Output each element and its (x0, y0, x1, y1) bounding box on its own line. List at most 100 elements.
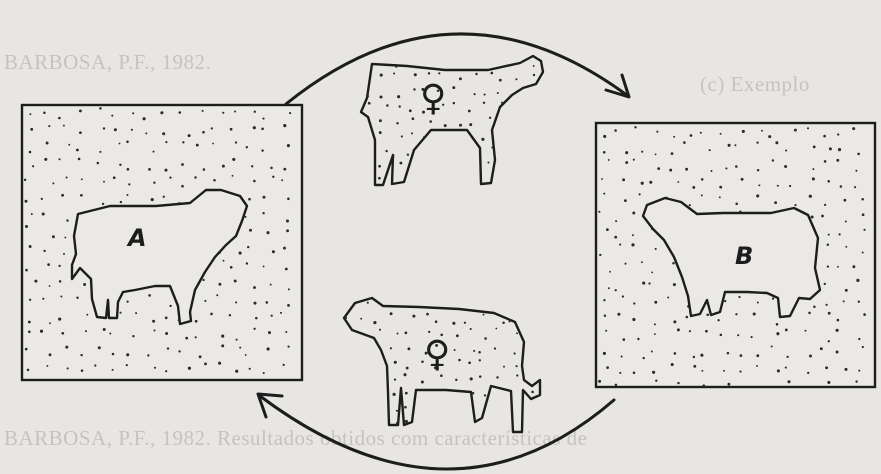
stipple-dot (148, 168, 151, 171)
stipple-dot (615, 220, 617, 222)
stipple-dot (162, 132, 165, 135)
stipple-dot (444, 124, 447, 127)
stipple-dot (437, 425, 440, 428)
stipple-dot (396, 410, 398, 412)
stipple-dot (399, 105, 401, 107)
stipple-dot (768, 135, 771, 138)
stipple-dot (632, 212, 635, 215)
stipple-dot (165, 370, 167, 372)
stipple-dot (407, 347, 410, 350)
stipple-dot (194, 176, 196, 178)
stipple-dot (195, 320, 198, 323)
stipple-dot (671, 152, 674, 155)
stipple-dot (285, 268, 288, 271)
stipple-dot (692, 186, 695, 189)
stipple-dot (446, 61, 449, 64)
stipple-dot (632, 318, 635, 321)
stipple-dot (531, 391, 534, 394)
stipple-dot (428, 331, 430, 333)
stipple-dot (408, 303, 410, 305)
stipple-dot (701, 370, 703, 372)
stipple-dot (502, 180, 505, 183)
stipple-dot (119, 312, 121, 314)
stipple-dot (487, 410, 489, 412)
stipple-dot (368, 102, 371, 105)
stipple-dot (521, 179, 524, 182)
stipple-dot (840, 185, 843, 188)
stipple-dot (221, 335, 224, 338)
stipple-dot (496, 376, 498, 378)
stipple-dot (29, 151, 32, 154)
stipple-dot (459, 77, 462, 80)
stipple-dot (394, 361, 397, 364)
stipple-dot (247, 246, 249, 248)
stipple-dot (637, 338, 639, 340)
stipple-dot (165, 332, 168, 335)
stipple-dot (120, 201, 122, 203)
stipple-dot (58, 318, 61, 321)
stipple-dot (234, 110, 236, 112)
stipple-dot (229, 314, 231, 316)
stipple-dot (47, 263, 50, 266)
stipple-dot (30, 128, 33, 131)
stipple-dot (499, 394, 501, 396)
stipple-dot (858, 301, 860, 303)
stipple-dot (46, 365, 48, 367)
stipple-dot (709, 149, 711, 151)
stipple-dot (514, 136, 516, 138)
stipple-dot (179, 111, 182, 114)
stipple-dot (789, 185, 791, 187)
stipple-dot (80, 194, 83, 197)
stipple-dot (153, 329, 155, 331)
stipple-dot (79, 109, 82, 112)
stipple-dot (169, 176, 171, 178)
stipple-dot (532, 407, 534, 409)
stipple-dot (515, 78, 517, 80)
stipple-dot (404, 406, 407, 409)
stipple-dot (112, 369, 114, 371)
stipple-dot (378, 177, 381, 180)
stipple-dot (25, 225, 28, 228)
stipple-dot (813, 146, 816, 149)
pasture-b-label: B (735, 242, 753, 270)
stipple-dot (40, 330, 43, 333)
stipple-dot (67, 367, 69, 369)
stipple-dot (501, 102, 503, 104)
stipple-dot (468, 110, 471, 113)
stipple-dot (435, 320, 438, 323)
stipple-dot (401, 135, 403, 137)
stipple-dot (674, 352, 677, 355)
arrow-bottom-curve (260, 396, 614, 469)
stipple-dot (239, 252, 242, 255)
stipple-dot (756, 141, 758, 143)
stipple-dot (378, 397, 381, 400)
stipple-dot (488, 305, 491, 308)
stipple-dot (606, 366, 609, 369)
stipple-dot (350, 301, 353, 304)
stipple-dot (268, 331, 271, 334)
stipple-dot (667, 297, 669, 299)
stipple-dot (390, 347, 392, 349)
stipple-dot (126, 141, 129, 144)
stipple-dot (728, 144, 731, 147)
stipple-dot (392, 155, 395, 158)
stipple-dot (846, 389, 849, 392)
stipple-dot (785, 367, 787, 369)
stipple-dot (656, 131, 658, 133)
stipple-dot (689, 330, 691, 332)
stipple-dot (405, 392, 408, 395)
stipple-dot (289, 112, 291, 114)
stipple-dot (673, 283, 676, 286)
stipple-dot (516, 374, 518, 376)
stipple-dot (504, 167, 506, 169)
stipple-dot (844, 199, 847, 202)
stipple-dot (711, 170, 713, 172)
stipple-dot (828, 340, 830, 342)
stipple-dot (360, 378, 363, 381)
stipple-dot (127, 168, 130, 171)
stipple-dot (346, 360, 349, 363)
stipple-dot (491, 147, 493, 149)
stipple-dot (81, 178, 83, 180)
stipple-dot (407, 154, 409, 156)
